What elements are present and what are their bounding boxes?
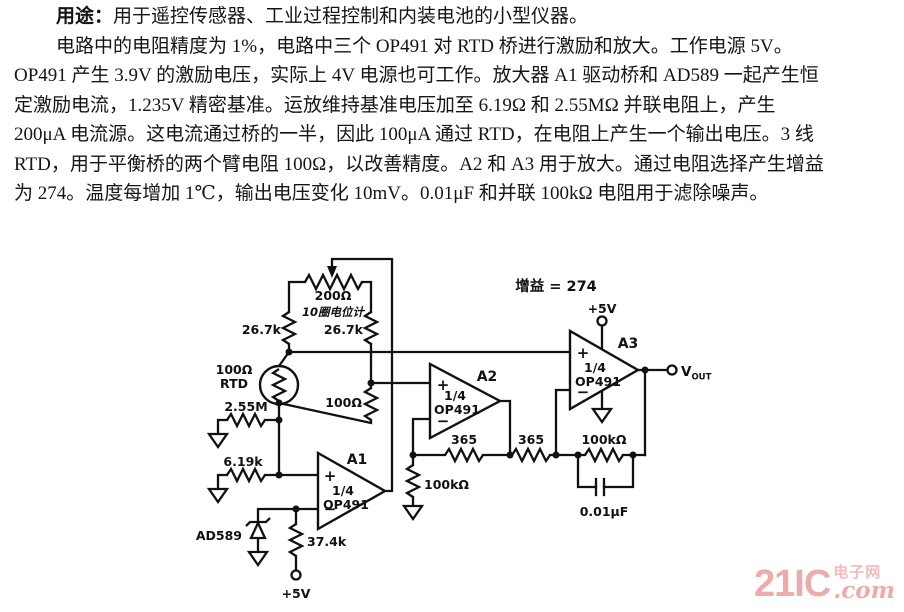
- resistor-6.19k: [225, 467, 267, 483]
- supply-5v-a1-label: +5V: [282, 586, 311, 601]
- r-26.7k-left-label: 26.7k: [242, 322, 282, 337]
- resistor-365-a: [443, 447, 485, 463]
- ground-icon: [402, 504, 424, 521]
- resistor-26.7k-right: [363, 310, 379, 346]
- r-365-b-label: 365: [518, 432, 544, 447]
- resistors: [225, 273, 625, 558]
- potentiometer-200ohm: [303, 273, 364, 291]
- ad589-zener-icon: [245, 517, 271, 540]
- r-37.4k-label: 37.4k: [307, 534, 347, 549]
- pot-value-label: 200Ω: [315, 288, 352, 303]
- opamp-bodies: [316, 328, 641, 532]
- resistor-100k-a2: [405, 463, 421, 499]
- a2-fraction-label: 1/4: [444, 388, 466, 403]
- a2-wires: [411, 399, 512, 508]
- opamp-a1-labels: + − 1/4 OP491 A1: [323, 452, 369, 518]
- terminal-5v-a3: [596, 315, 608, 327]
- ad589-label: AD589: [196, 528, 242, 543]
- paragraph-usage: 用途：用于遥控传感器、工业过程控制和内装电池的小型仪器。: [14, 2, 896, 32]
- watermark-cn-text: 电子网: [833, 563, 882, 581]
- ground-icon: [591, 407, 613, 424]
- ground-icon: [247, 550, 269, 567]
- resistor-2.55m: [225, 412, 267, 428]
- usage-body: 用于遥控传感器、工业过程控制和内装电池的小型仪器。: [113, 6, 589, 27]
- watermark-suffix: 电子网 .com: [833, 563, 895, 604]
- left-ground-branch-wires: [216, 418, 320, 491]
- terminals: [290, 315, 678, 581]
- a2-name-label: A2: [477, 369, 498, 385]
- a3-name-label: A3: [618, 336, 639, 352]
- rtd-name-label: RTD: [220, 376, 248, 391]
- resistor-100k-feedback: [583, 447, 625, 463]
- a2-minus-input: −: [437, 412, 450, 430]
- opamp-a1-triangle: [316, 450, 388, 532]
- r-365-a-label: 365: [451, 432, 477, 447]
- a3-part-label: OP491: [575, 374, 621, 389]
- circuit-wires: [216, 257, 669, 572]
- a3-fraction-label: 1/4: [584, 360, 606, 375]
- cap-0.01uf-label: 0.01μF: [580, 504, 629, 519]
- vout-label: VOUT: [681, 364, 712, 383]
- document-text: 用途：用于遥控传感器、工业过程控制和内装电池的小型仪器。 电路中的电阻精度为 1…: [14, 2, 896, 209]
- r-26.7k-right-label: 26.7k: [324, 322, 364, 337]
- r-6.19k-label: 6.19k: [223, 454, 263, 469]
- description-line-4: 200μA 电流源。这电流通过桥的一半，因此 100μA 通过 RTD，在电阻上…: [14, 124, 814, 145]
- description-line-5: RTD，用于平衡桥的两个臂电阻 100Ω，以改善精度。A2 和 A3 用于放大。…: [14, 153, 824, 175]
- a3-wires: [554, 325, 669, 489]
- resistor-37.4k: [288, 522, 304, 558]
- ground-symbols: [207, 407, 613, 567]
- a1-minus-input: −: [324, 500, 337, 518]
- description-line-1: 电路中的电阻精度为 1%，电路中三个 OP491 对 RTD 桥进行激励和放大。…: [56, 35, 793, 57]
- r-100k-a2-label: 100kΩ: [424, 477, 469, 492]
- terminal-vout: [666, 364, 678, 376]
- resistor-100ohm-bridge: [363, 386, 379, 422]
- rtd-value-label: 100Ω: [216, 362, 253, 377]
- usage-lead: 用途：: [56, 6, 114, 27]
- a1-plus-input: +: [324, 467, 337, 485]
- a1-feedback-rail-wire: [330, 257, 394, 493]
- opamp-a3-triangle: [568, 328, 641, 412]
- terminal-5v-a1: [290, 569, 302, 581]
- description-line-2: OP491 产生 3.9V 的激励电压，实际上 4V 电源也可工作。放大器 A1…: [14, 65, 819, 86]
- a3-plus-input: +: [577, 344, 590, 362]
- pot-wiper-arrow-icon: [327, 266, 337, 278]
- r-100ohm-bridge-label: 100Ω: [325, 395, 362, 410]
- description-line-3: 定激励电流，1.235V 精密基准。运放维持基准电压加至 6.19Ω 和 2.5…: [14, 94, 776, 116]
- opamp-a2-triangle: [428, 362, 503, 440]
- a2-part-label: OP491: [434, 402, 480, 417]
- a1-input-wires: [256, 507, 320, 572]
- a2-plus-input: +: [437, 376, 450, 394]
- r-100k-feedback-label: 100kΩ: [581, 432, 626, 447]
- capacitor-plates: [594, 477, 606, 497]
- paragraph-description: 电路中的电阻精度为 1%，电路中三个 OP491 对 RTD 桥进行激励和放大。…: [14, 32, 896, 209]
- gain-note-label: 增益 = 274: [515, 277, 597, 295]
- ground-icon: [207, 432, 229, 449]
- opamp-a3-labels: + − 1/4 OP491 A3: [575, 336, 638, 401]
- r-2.55m-label: 2.55M: [224, 399, 267, 414]
- opamp-a2-labels: + − 1/4 OP491 A2: [434, 369, 497, 430]
- pot-type-label: 10圈电位计: [302, 305, 366, 319]
- watermark-brand: 21IC: [754, 563, 831, 605]
- a3-minus-input: −: [577, 383, 590, 401]
- a1-name-label: A1: [347, 452, 368, 468]
- resistor-365-b: [510, 447, 552, 463]
- description-line-6: 为 274。温度每增加 1℃，输出电压变化 10mV。0.01μF 和并联 10…: [14, 183, 769, 204]
- a1-part-label: OP491: [323, 497, 369, 512]
- supply-5v-a3-label: +5V: [588, 301, 617, 316]
- a1-fraction-label: 1/4: [332, 483, 354, 498]
- ground-icon: [207, 487, 229, 504]
- watermark-com-text: .com: [833, 577, 895, 604]
- resistor-26.7k-left: [281, 310, 297, 346]
- watermark-21ic: 21IC 电子网 .com: [754, 563, 895, 605]
